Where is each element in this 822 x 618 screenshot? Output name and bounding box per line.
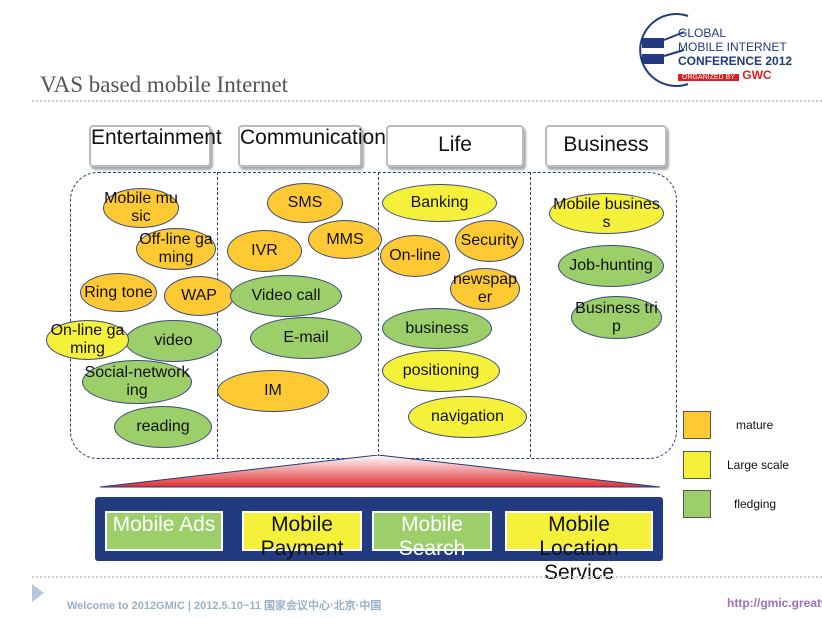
bubble: business [382,308,492,349]
bubble: E-mail [250,317,362,359]
legend-swatch-mature [683,411,711,439]
bubble: Social-networking [82,360,192,404]
bubble: positioning [382,350,500,392]
play-arrow-icon [32,584,44,602]
service-mobile-ads: Mobile Ads [105,511,223,551]
bubble: On-line gaming [46,320,129,360]
bubble: IVR [227,230,302,272]
bubble: Security [455,220,524,262]
service-mobile-search: Mobile Search [372,511,492,560]
logo-line2: MOBILE INTERNET [678,40,787,54]
bubble: Job-hunting [558,245,664,287]
logo-org: GWC [742,68,772,82]
logo-organized: ORGANIZED BY [678,74,739,81]
logo-line3: CONFERENCE 2012 [678,54,793,68]
column-divider [378,172,379,457]
footer-divider [32,576,822,578]
divider [32,100,822,102]
legend-swatch-large-scale [683,451,711,479]
bubble: IM [217,370,329,412]
bubble: Off-line gaming [136,228,216,270]
category-communications: Communications [238,125,396,167]
bubble: WAP [164,276,234,316]
bubble: SMS [267,183,343,223]
category-life: Life [386,125,524,167]
bubble: On-line [380,235,450,277]
legend-label: mature [736,418,774,432]
column-divider [530,172,531,457]
footer-text: Welcome to 2012GMIC | 2012.5.10~11 国家会议中… [67,600,382,612]
bubble: reading [114,406,212,448]
bubble: Mobile music [103,188,179,228]
category-business: Business [545,125,667,167]
bubble: Business trip [571,296,662,339]
service-mobile-location: Mobile Location Service [505,511,653,584]
column-divider [217,172,218,457]
bubble: Mobile business [549,193,664,234]
category-entertainment: Entertainment [89,125,222,167]
bubble: Ring tone [80,273,157,312]
footer-link[interactable]: http://gmic.greatw [727,596,822,610]
bubble: video [125,320,222,362]
support-triangle [99,455,661,488]
bubble: Video call [230,275,342,317]
logo-line1: GLOBAL [678,26,727,40]
legend-swatch-fledging [683,490,711,518]
conference-logo: GLOBAL MOBILE INTERNET CONFERENCE 2012 O… [628,10,818,90]
bubble: newspaper [450,268,520,310]
legend-label: Large scale [727,458,790,472]
bubble: Banking [382,184,497,222]
page-title: VAS based mobile Internet [40,72,289,97]
legend-label: fledging [734,497,777,511]
bubble: navigation [408,396,527,438]
service-mobile-payment: Mobile Payment [242,511,362,560]
bubble: MMS [308,220,382,259]
